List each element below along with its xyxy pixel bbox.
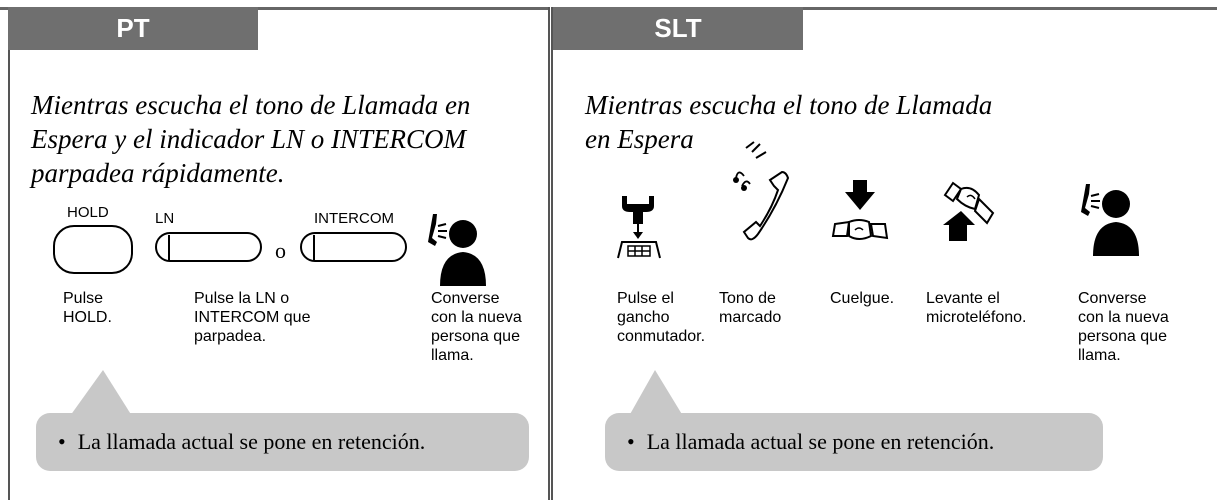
step-caption-hookswitch: Pulse el gancho conmutador. [617,289,705,346]
step-caption-lift: Levante el microteléfono. [926,289,1027,327]
pt-note: • La llamada actual se pone en retención… [36,413,529,471]
caption-line: persona que [431,328,520,345]
step-caption-converse: Converse con la nueva persona que llama. [1078,289,1169,365]
caption-line: parpadea. [194,328,267,345]
slt-heading-line: en Espera [585,124,694,154]
caption-line: Converse [431,290,500,307]
caption-line: microteléfono. [926,309,1027,326]
slt-left-rule [551,7,553,500]
pt-heading: Mientras escucha el tono de Llamada en E… [31,88,470,190]
caption-line: HOLD. [63,309,112,326]
caption-line: llama. [1078,347,1121,364]
slt-heading: Mientras escucha el tono de Llamada en E… [585,88,992,156]
talking-person-icon [428,214,486,286]
caption-line: con la nueva [1078,309,1169,326]
dial-tone-handset-icon [733,141,790,241]
intercom-key-label: INTERCOM [314,210,394,227]
caption-line: Pulse la LN o [194,290,290,307]
slt-heading-line: Mientras escucha el tono de Llamada [585,90,993,120]
hang-up-icon [831,180,889,240]
note-pointer [629,370,683,416]
pt-tab: PT [8,7,258,50]
slt-tab: SLT [553,7,803,50]
slt-panel: SLT Mientras escucha el tono de Llamada … [551,0,1217,500]
pt-heading-line: Mientras escucha el tono de Llamada en [31,90,471,120]
intercom-button-icon [300,232,407,262]
caption-line: Pulse el [617,290,674,307]
step-caption-converse: Converse con la nueva persona que llama. [431,289,522,365]
ln-key-label: LN [155,210,175,227]
caption-line: Pulse [63,290,104,307]
or-text: o [275,238,286,263]
step-caption-ln: Pulse la LN o INTERCOM que parpadea. [194,289,310,346]
slt-note-text: La llamada actual se pone en retención. [646,429,995,454]
pt-heading-line: Espera y el indicador LN o INTERCOM [31,124,466,154]
talking-person-icon [1081,184,1139,256]
caption-line: llama. [431,347,474,364]
bullet-icon: • [58,429,66,454]
ln-button-icon [155,232,262,262]
hold-button-icon [53,225,133,274]
caption-line: Tono de [719,290,776,307]
step-caption-dial-tone: Tono de marcado [719,289,781,327]
pt-top-rule [0,7,550,10]
pt-note-text: La llamada actual se pone en retención. [77,429,426,454]
step-caption-hold: Pulse HOLD. [63,289,112,327]
caption-line: INTERCOM que [194,309,311,326]
pt-panel: PT Mientras escucha el tono de Llamada e… [0,0,550,500]
hold-key-label: HOLD [67,204,109,221]
slt-note: • La llamada actual se pone en retención… [605,413,1103,471]
note-pointer [70,370,132,416]
slt-top-rule [551,7,1217,10]
caption-line: marcado [719,309,782,326]
caption-line: Levante el [926,290,1000,307]
hookswitch-press-icon [617,196,661,259]
bullet-icon: • [627,429,635,454]
pt-heading-line: parpadea rápidamente. [31,158,285,188]
caption-line: Cuelgue. [830,290,895,307]
caption-line: con la nueva [431,309,522,326]
caption-line: persona que [1078,328,1167,345]
panel-divider [548,7,550,500]
caption-line: conmutador. [617,328,706,345]
caption-line: gancho [617,309,670,326]
pt-left-rule [8,7,10,500]
step-caption-hang-up: Cuelgue. [830,289,894,308]
caption-line: Converse [1078,290,1147,307]
lift-handset-icon [943,181,995,241]
